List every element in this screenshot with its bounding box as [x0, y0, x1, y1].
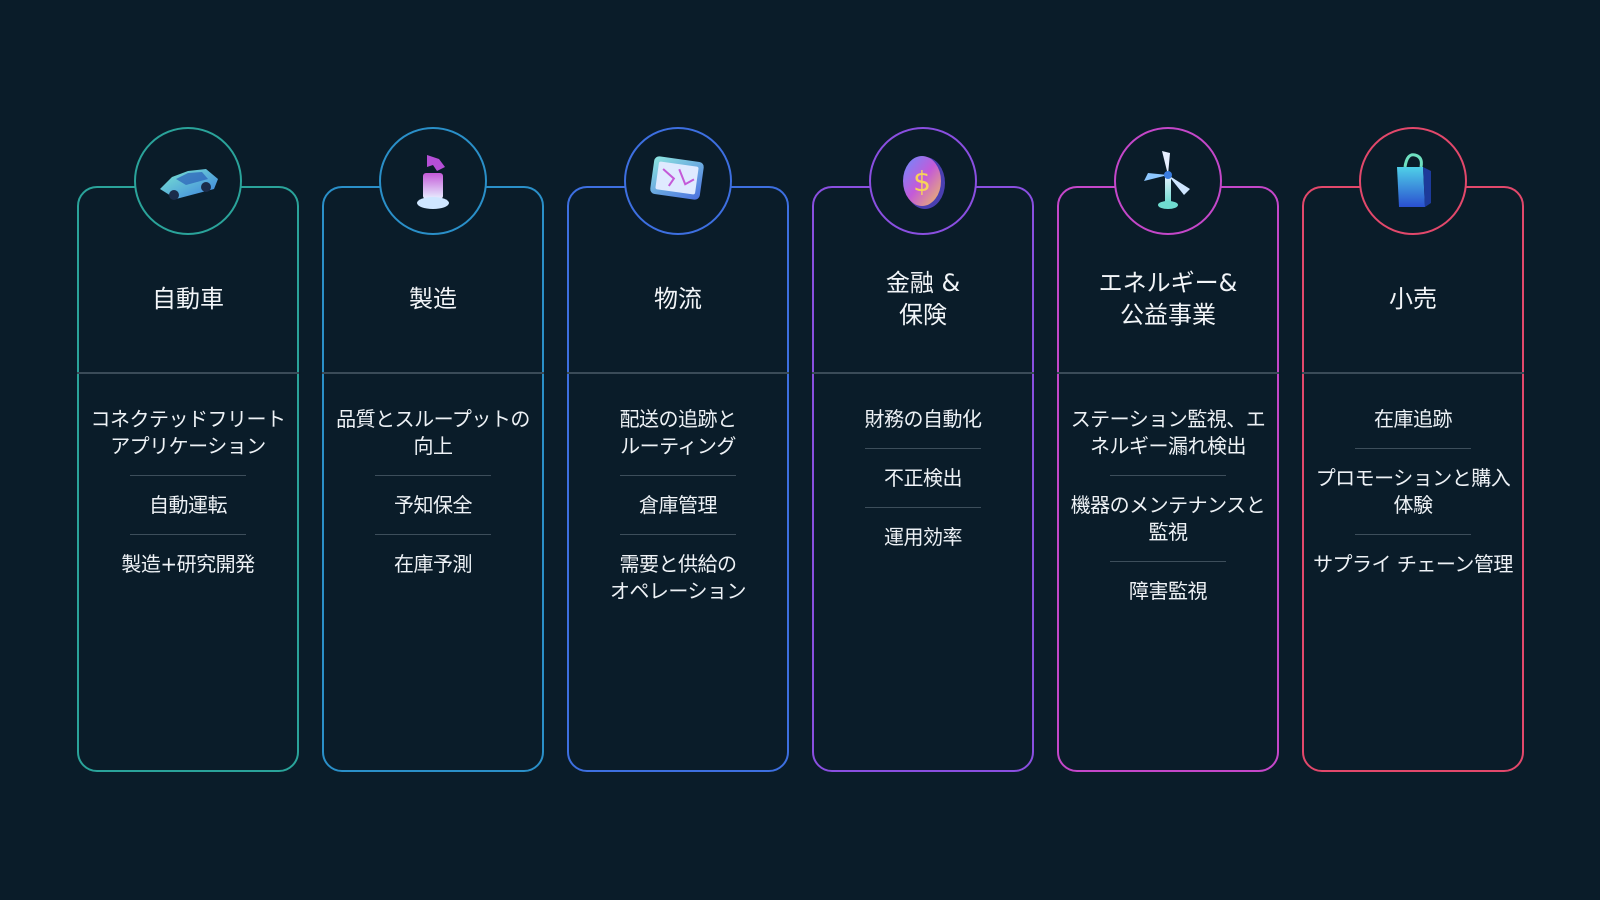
column-title: 自動車 — [152, 285, 224, 313]
use-case-list: コネクテッドフリート アプリケーション 自動運転 製造+研究開発 — [77, 406, 299, 578]
item-separator — [1355, 534, 1471, 535]
use-case-item: 配送の追跡と ルーティング — [619, 407, 738, 458]
use-case-item: プロモーションと購入 体験 — [1315, 466, 1511, 517]
item-separator — [1355, 448, 1471, 449]
robot-arm-icon — [379, 127, 487, 235]
item-separator — [865, 448, 981, 449]
use-case-item: 自動運転 — [149, 493, 228, 517]
item-separator — [130, 475, 246, 476]
use-case-item: ステーション監視、エ ネルギー漏れ検出 — [1070, 407, 1266, 458]
use-case-item: 予知保全 — [394, 493, 473, 517]
wind-turbine-icon — [1114, 127, 1222, 235]
use-case-item: 品質とスループットの 向上 — [336, 407, 530, 458]
use-case-list: 配送の追跡と ルーティング 倉庫管理 需要と供給の オペレーション — [567, 406, 789, 605]
use-case-item: 製造+研究開発 — [121, 552, 255, 576]
item-separator — [375, 475, 491, 476]
use-case-item: 機器のメンテナンスと 監視 — [1070, 493, 1266, 544]
use-case-item: 需要と供給の オペレーション — [609, 552, 747, 603]
use-case-item: 在庫追跡 — [1374, 407, 1453, 431]
column-title: 金融 & 保険 — [885, 269, 961, 329]
divider — [77, 372, 299, 374]
item-separator — [130, 534, 246, 535]
use-case-list: 品質とスループットの 向上 予知保全 在庫予測 — [322, 406, 544, 578]
use-case-item: 不正検出 — [884, 466, 963, 490]
divider — [567, 372, 789, 374]
column-title: 製造 — [409, 285, 457, 313]
use-case-item: サプライ チェーン管理 — [1313, 552, 1513, 576]
svg-text:$: $ — [913, 165, 931, 198]
use-case-item: 在庫予測 — [394, 552, 473, 576]
use-case-item: 倉庫管理 — [639, 493, 718, 517]
use-case-list: ステーション監視、エ ネルギー漏れ検出 機器のメンテナンスと 監視 障害監視 — [1057, 406, 1279, 605]
divider — [812, 372, 1034, 374]
item-separator — [1110, 561, 1226, 562]
use-case-item: 障害監視 — [1129, 579, 1208, 603]
item-separator — [1110, 475, 1226, 476]
divider — [1302, 372, 1524, 374]
shopping-bag-icon — [1359, 127, 1467, 235]
car-icon — [134, 127, 242, 235]
use-case-item: コネクテッドフリート アプリケーション — [90, 407, 287, 458]
use-case-list: 財務の自動化 不正検出 運用効率 — [812, 406, 1034, 551]
dollar-coin-icon: $ — [869, 127, 977, 235]
map-screen-icon — [624, 127, 732, 235]
item-separator — [620, 475, 736, 476]
column-title: 物流 — [654, 285, 702, 313]
column-title: エネルギー& 公益事業 — [1098, 269, 1238, 329]
item-separator — [865, 507, 981, 508]
use-case-item: 運用効率 — [884, 525, 963, 549]
item-separator — [375, 534, 491, 535]
divider — [322, 372, 544, 374]
item-separator — [620, 534, 736, 535]
use-case-list: 在庫追跡 プロモーションと購入 体験 サプライ チェーン管理 — [1302, 406, 1524, 578]
divider — [1057, 372, 1279, 374]
column-title: 小売 — [1389, 285, 1437, 313]
use-case-item: 財務の自動化 — [864, 407, 983, 431]
